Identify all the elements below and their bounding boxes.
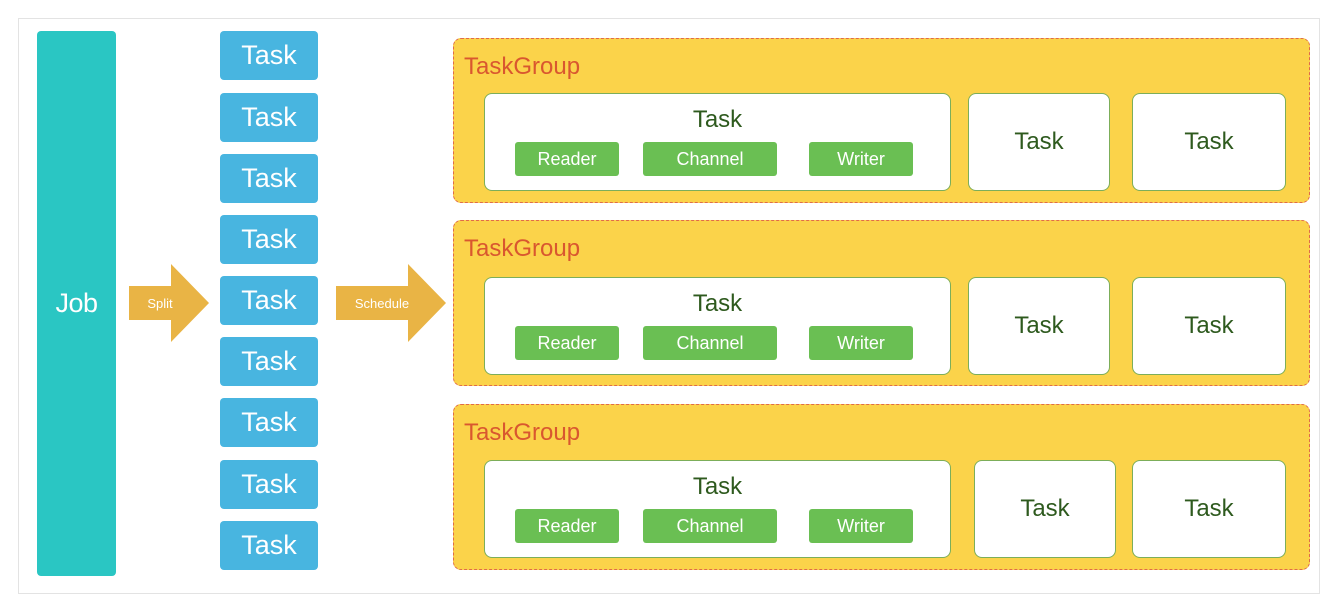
job-label: Job xyxy=(55,288,98,318)
main-task-box: Task Reader Channel Writer xyxy=(484,460,951,558)
task-group-title: TaskGroup xyxy=(464,235,581,262)
task-box: Task xyxy=(1132,277,1286,375)
task-chip: Task xyxy=(220,154,318,203)
schedule-label: Schedule xyxy=(354,295,410,311)
reader-block: Reader xyxy=(515,326,619,360)
task-group: TaskGroup Task Reader Channel Writer Tas… xyxy=(453,220,1310,386)
channel-block: Channel xyxy=(643,326,777,360)
main-task-label: Task xyxy=(692,473,743,500)
task-box: Task xyxy=(1132,460,1286,558)
task-box: Task xyxy=(968,93,1110,191)
channel-block: Channel xyxy=(643,509,777,543)
writer-block: Writer xyxy=(809,509,913,543)
split-arrow: Split xyxy=(129,264,209,342)
task-box: Task xyxy=(1132,93,1286,191)
task-chip: Task xyxy=(220,460,318,509)
main-task-box: Task Reader Channel Writer xyxy=(484,93,951,191)
task-chip: Task xyxy=(220,215,318,264)
task-box: Task xyxy=(968,277,1110,375)
writer-block: Writer xyxy=(809,142,913,176)
task-group-title: TaskGroup xyxy=(464,419,581,446)
task-chip: Task xyxy=(220,31,318,80)
task-box: Task xyxy=(974,460,1116,558)
task-chip: Task xyxy=(220,337,318,386)
task-chip: Task xyxy=(220,276,318,325)
split-label: Split xyxy=(147,295,173,311)
task-group: TaskGroup Task Reader Channel Writer Tas… xyxy=(453,404,1310,570)
main-task-label: Task xyxy=(692,106,743,133)
reader-block: Reader xyxy=(515,509,619,543)
schedule-arrow: Schedule xyxy=(336,264,446,342)
main-task-label: Task xyxy=(692,290,743,317)
schedule-arrow-shape xyxy=(336,264,446,342)
task-chip: Task xyxy=(220,93,318,142)
split-arrow-shape xyxy=(129,264,209,342)
task-chip: Task xyxy=(220,521,318,570)
reader-block: Reader xyxy=(515,142,619,176)
writer-block: Writer xyxy=(809,326,913,360)
task-group: TaskGroup Task Reader Channel Writer Tas… xyxy=(453,38,1310,203)
main-task-box: Task Reader Channel Writer xyxy=(484,277,951,375)
job-block: Job xyxy=(37,31,116,576)
channel-block: Channel xyxy=(643,142,777,176)
task-group-title: TaskGroup xyxy=(464,53,581,80)
task-chip: Task xyxy=(220,398,318,447)
